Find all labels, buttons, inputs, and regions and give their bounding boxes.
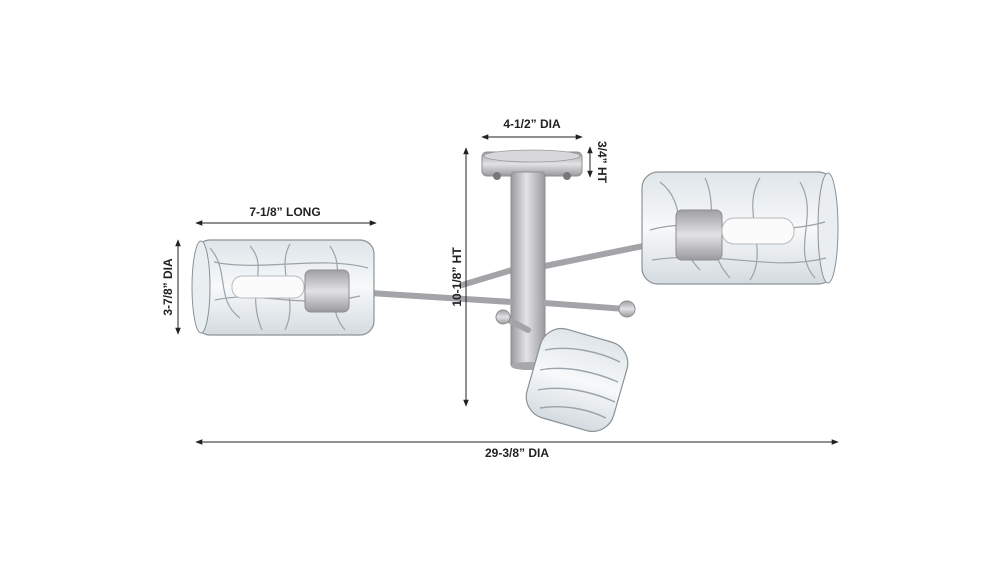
right-shade [641, 171, 839, 285]
canopy-height-label: 3/4” HT [595, 141, 609, 184]
front-right-arm [542, 300, 628, 312]
center-stem [510, 171, 546, 369]
shade-diameter-label: 3-7/8” DIA [161, 258, 175, 316]
left-arm [367, 290, 515, 305]
overall-height-label: 10-1/8” HT [450, 247, 464, 307]
left-socket [304, 269, 350, 313]
dimension-lines [175, 134, 839, 445]
right-socket [675, 209, 723, 261]
overall-diameter-label: 29-3/8” DIA [485, 446, 549, 460]
fixture-illustration [191, 149, 839, 433]
arm-end-ball [618, 300, 636, 318]
canopy-diameter-label: 4-1/2” DIA [503, 117, 561, 131]
dimension-labels: 4-1/2” DIA 3/4” HT 7-1/8” LONG 3-7/8” DI… [161, 117, 609, 460]
left-shade [191, 239, 375, 336]
front-shade [525, 327, 629, 433]
right-bulb [721, 217, 795, 245]
arm-length-label: 7-1/8” LONG [249, 205, 320, 219]
right-arm [542, 242, 651, 269]
canopy [481, 149, 583, 180]
left-bulb [231, 275, 305, 299]
back-arm [459, 267, 515, 288]
